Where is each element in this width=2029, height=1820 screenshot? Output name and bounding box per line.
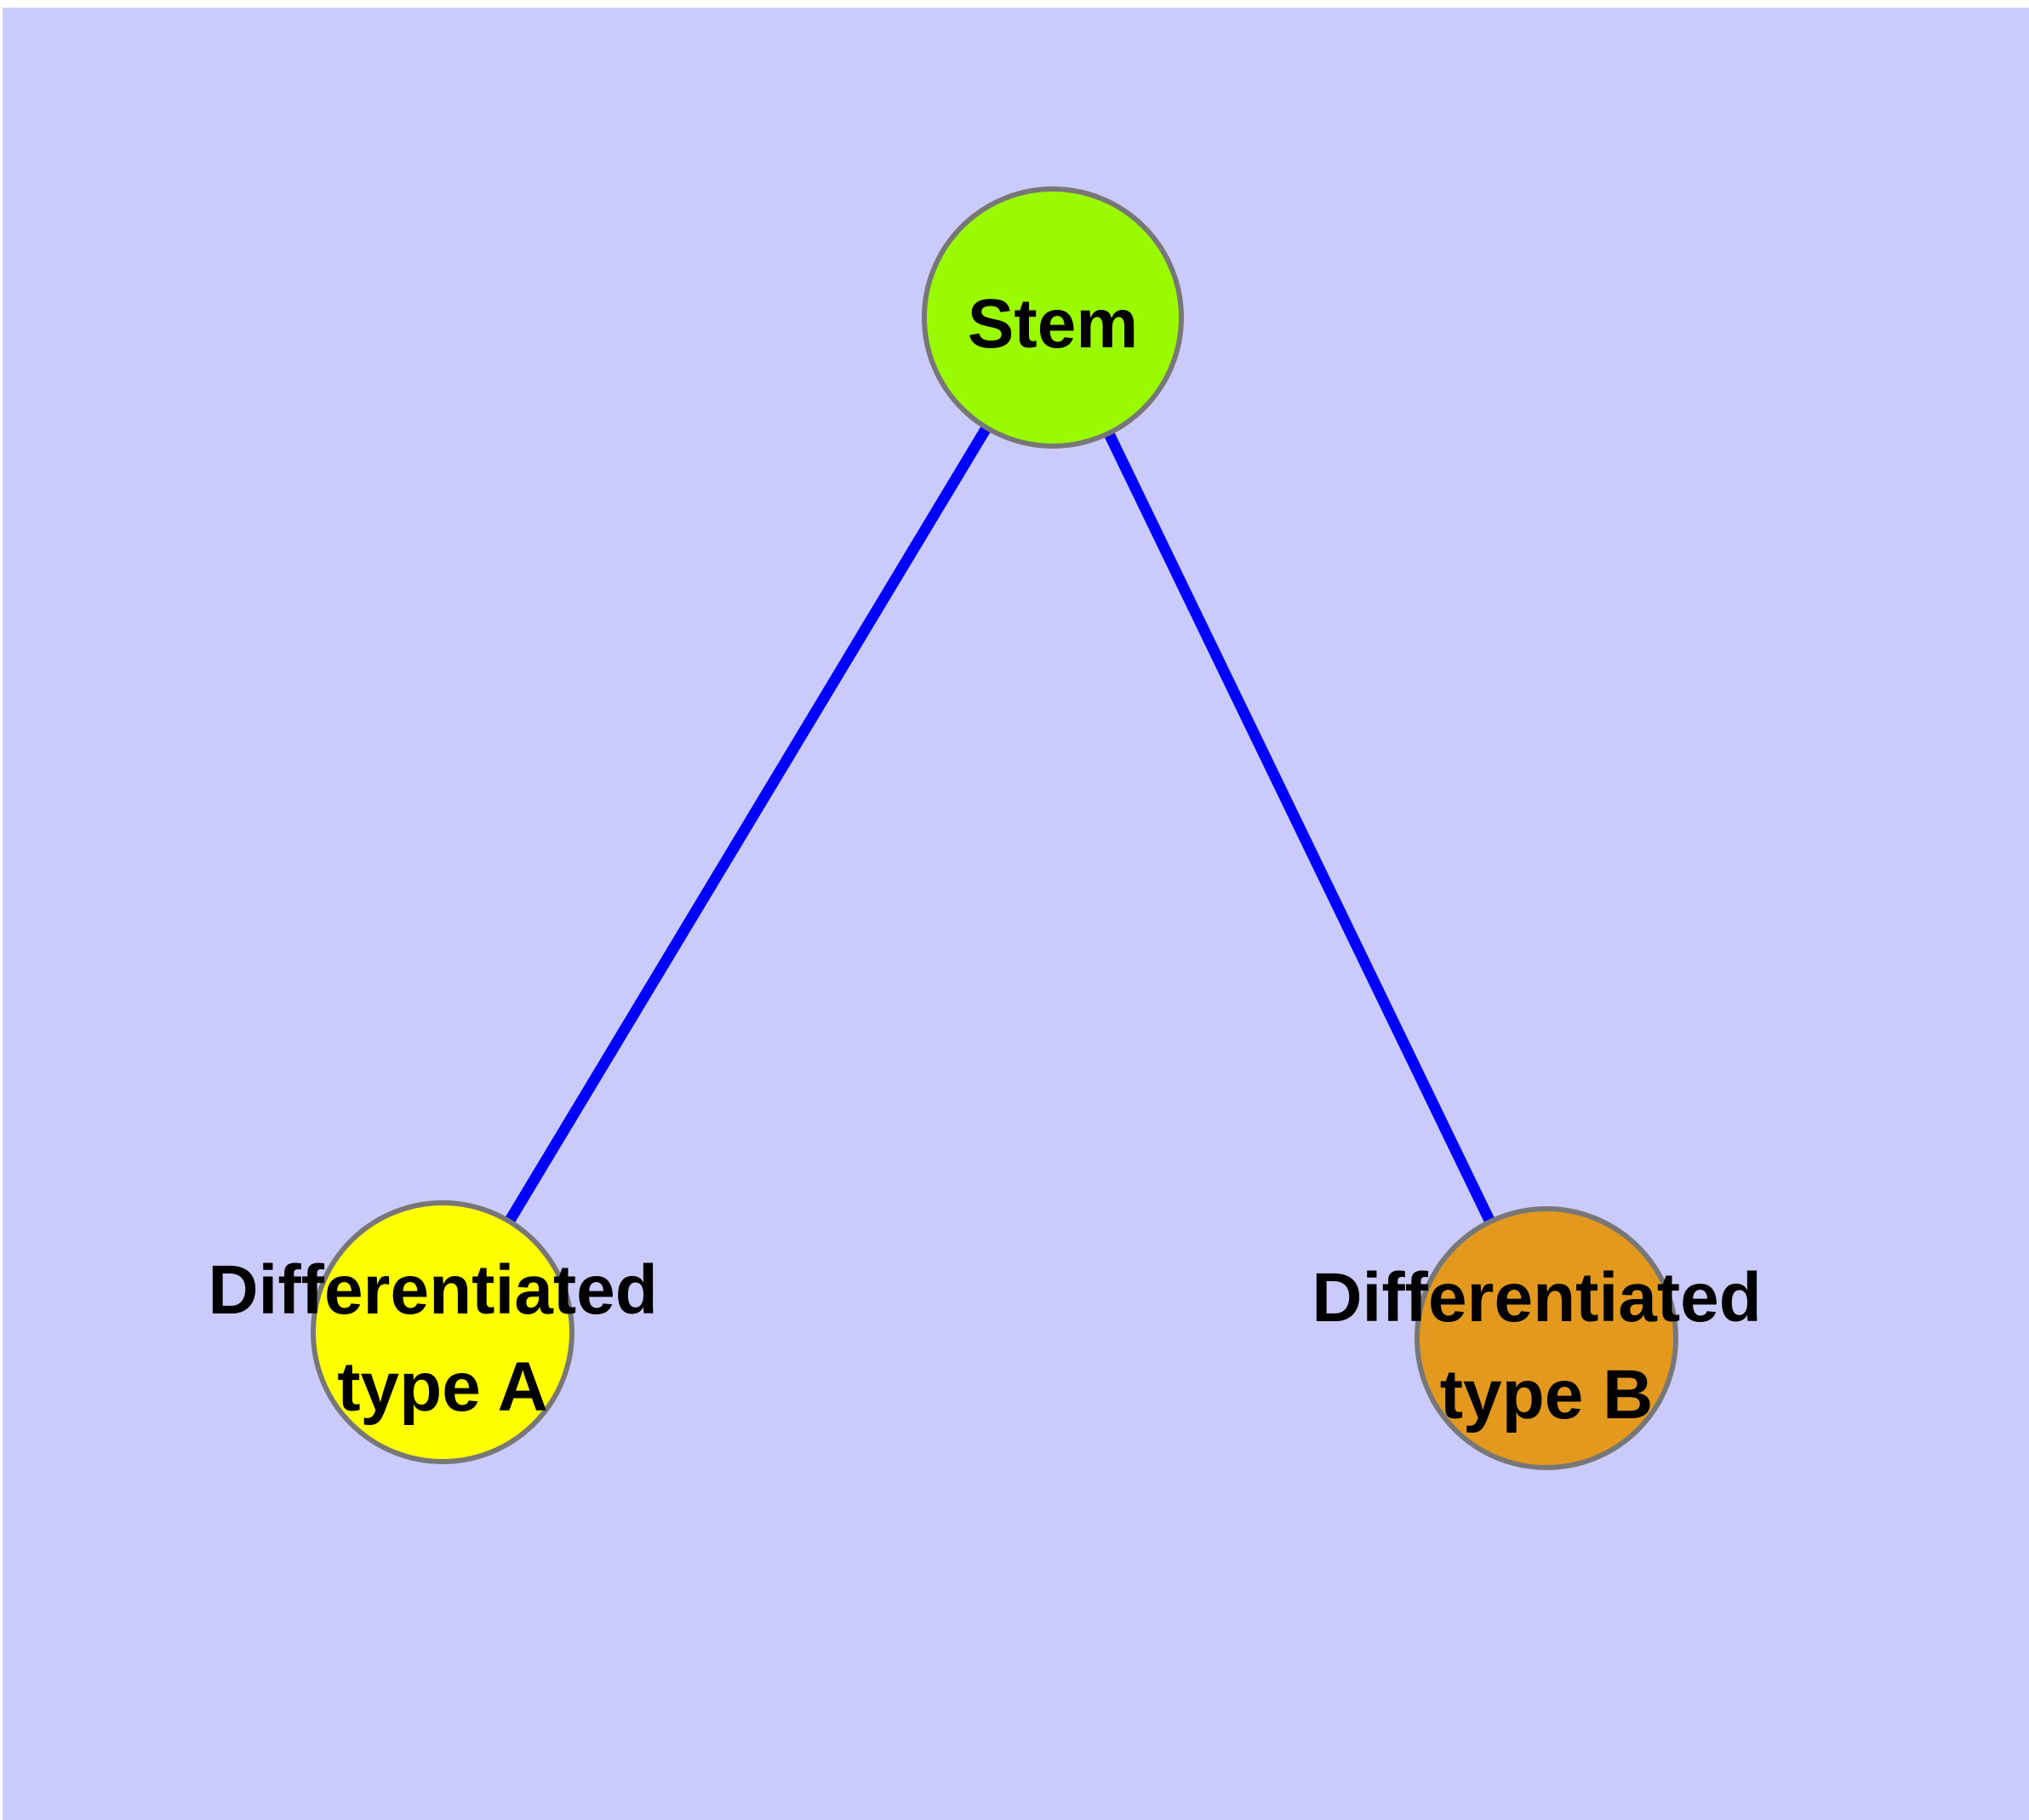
node-stem-circle: [922, 186, 1184, 449]
node-differentiated-type-a: [311, 1200, 574, 1464]
node-differentiated-type-b: [1415, 1206, 1678, 1470]
node-differentiated-type-a-label-line2: type A: [337, 1348, 548, 1426]
edges-layer: [437, 314, 1552, 1341]
node-differentiated-type-b-label-line1: Differentiated: [1312, 1259, 1762, 1336]
node-stem: [922, 186, 1184, 449]
node-differentiated-type-b-circle: [1415, 1206, 1678, 1470]
node-stem-label: Stem: [968, 285, 1139, 363]
node-differentiated-type-a-circle: [311, 1200, 574, 1464]
node-differentiated-type-a-label-line1: Differentiated: [208, 1251, 658, 1329]
node-differentiated-type-b-label-line2: type B: [1440, 1356, 1654, 1434]
node-differentiated-type-b-label: Differentiated type B: [1312, 1259, 1780, 1434]
edge-stem-to-type-a: [437, 314, 1058, 1336]
node-differentiated-type-a-label: Differentiated type A: [208, 1251, 677, 1426]
edge-stem-to-type-b: [1048, 315, 1552, 1341]
